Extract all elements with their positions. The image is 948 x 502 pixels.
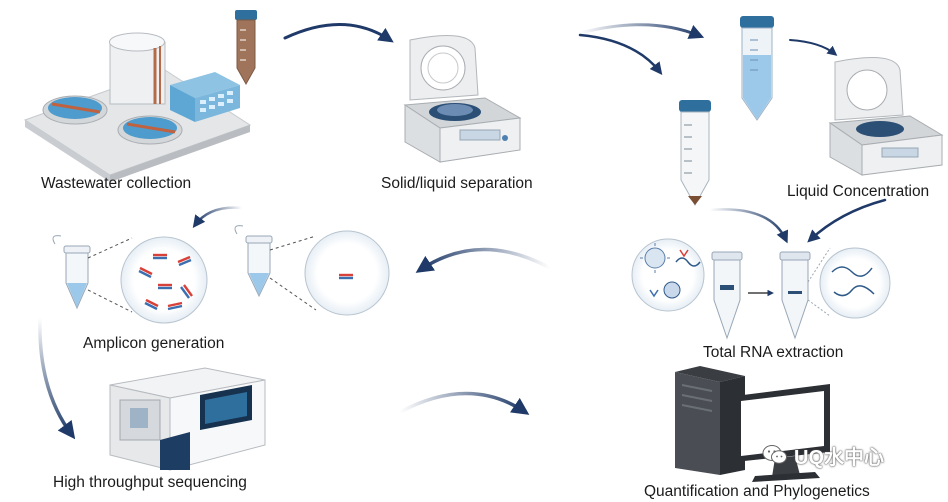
computer-icon xyxy=(675,366,830,482)
label-liquid-concentration: Liquid Concentration xyxy=(787,183,930,200)
watermark: UQ水中心 xyxy=(762,442,884,469)
falcon-tube-icon xyxy=(679,100,711,207)
primer-circle xyxy=(304,230,390,316)
pcr-tube-icon xyxy=(52,235,91,310)
rna-strand-circle xyxy=(807,247,891,319)
label-amplicon-generation: Amplicon generation xyxy=(83,335,225,352)
centrifuge-icon xyxy=(828,57,944,176)
label-high-throughput-sequencing: High throughput sequencing xyxy=(53,474,247,491)
label-total-rna-extraction: Total RNA extraction xyxy=(703,344,844,361)
wechat-icon xyxy=(762,445,787,464)
pcr-tube-icon xyxy=(711,251,743,340)
label-wastewater-collection: Wastewater collection xyxy=(41,175,192,192)
pcr-tube-icon xyxy=(234,225,273,298)
sequencer-icon xyxy=(109,367,266,471)
falcon-tube-icon xyxy=(235,10,257,86)
falcon-tube-icon xyxy=(740,16,774,121)
centrifuge-icon xyxy=(403,35,522,163)
watermark-text: UQ水中心 xyxy=(794,446,884,469)
label-quantification-phylogenetics: Quantification and Phylogenetics xyxy=(644,483,870,500)
treatment-plant-icon xyxy=(23,32,252,182)
flow-arrows xyxy=(38,23,887,440)
pcr-tube-icon xyxy=(779,251,811,340)
virus-sample-circle xyxy=(631,238,705,312)
label-solid-liquid-separation: Solid/liquid separation xyxy=(381,175,533,192)
amplicon-circle xyxy=(120,236,208,324)
